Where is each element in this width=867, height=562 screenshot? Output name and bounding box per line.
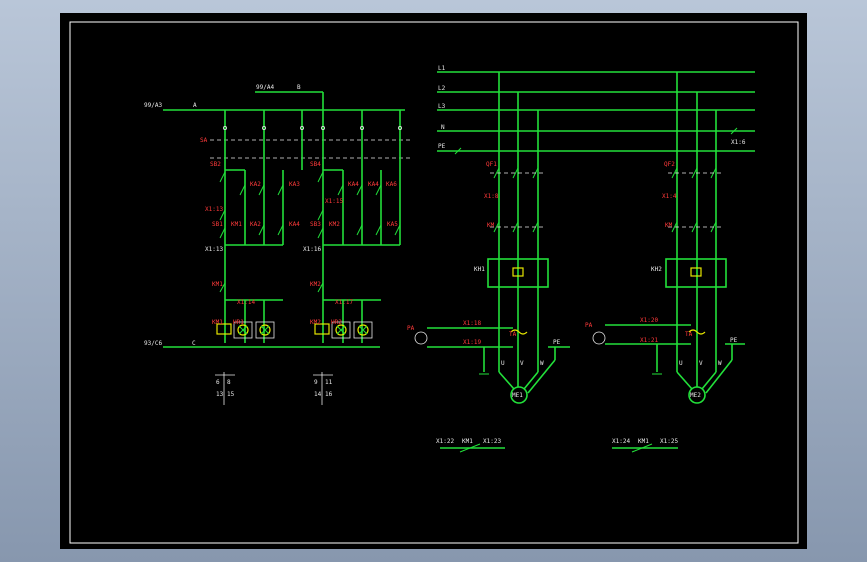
terminal-label: X1:13 <box>205 206 223 213</box>
device-label: KM2 <box>310 281 321 288</box>
pe-label: PE <box>553 339 561 346</box>
terminal-label: X1:15 <box>325 198 343 205</box>
terminal-label: X1:16 <box>303 246 321 253</box>
terminal-table-2-cell: 11 <box>325 379 333 386</box>
device-label: KH2 <box>651 266 662 273</box>
device-label: KH1 <box>474 266 485 273</box>
terminal-table-1-cell: 6 <box>216 379 220 386</box>
terminal-label: X1:14 <box>237 299 255 306</box>
lamp-icon <box>259 324 271 336</box>
node-label: C <box>192 340 196 347</box>
phase-label: V <box>520 360 524 367</box>
device-label: SB3 <box>310 221 321 228</box>
device-label: QF1 <box>486 161 497 168</box>
terminal-label: X1:13 <box>205 246 223 253</box>
device-label: TA <box>509 331 517 338</box>
coil-km2-symbol <box>314 323 330 335</box>
terminal-label: X1:24 <box>612 438 630 445</box>
device-label: KM2 <box>310 319 321 326</box>
terminal-label: X1:19 <box>463 339 481 346</box>
device-label: SA <box>200 137 208 144</box>
motor-2-symbol <box>688 386 706 404</box>
ref-label: 93/C6 <box>144 340 162 347</box>
node-label: B <box>297 84 301 91</box>
bus-label: N <box>441 124 445 131</box>
terminal-table-2-cell: 16 <box>325 391 333 398</box>
device-label: KM1 <box>212 319 223 326</box>
power-circuit <box>414 71 755 453</box>
terminal-label: X1:25 <box>660 438 678 445</box>
device-label: KM1 <box>231 221 242 228</box>
ref-label: 99/A3 <box>144 102 162 109</box>
device-label: KM2 <box>329 221 340 228</box>
thermal-relay-2 <box>665 258 727 288</box>
phase-label: W <box>540 360 544 367</box>
phase-label: U <box>679 360 683 367</box>
terminal-table-1-cell: 15 <box>227 391 235 398</box>
device-label: SB2 <box>210 161 221 168</box>
terminal-label: X1:8 <box>484 193 499 200</box>
terminal-label: X1:20 <box>640 317 658 324</box>
device-label: HR2 <box>331 319 342 326</box>
terminal-label: X1:4 <box>662 193 677 200</box>
lamp-icon <box>335 324 347 336</box>
coil-km1-symbol <box>216 323 232 335</box>
terminal-table-1-cell: 8 <box>227 379 231 386</box>
terminal-label: X1:23 <box>483 438 501 445</box>
terminal-label: X1:6 <box>731 139 746 146</box>
motor-label: ME2 <box>690 392 701 399</box>
device-label: KM1 <box>212 281 223 288</box>
device-label: PA <box>585 322 593 329</box>
drawing-sheet[interactable]: 99/A3 99/A4 93/C6 A B C SA SB2 SB4 KA2 K… <box>60 13 807 549</box>
phase-label: W <box>718 360 722 367</box>
ammeter-icon <box>414 331 428 345</box>
device-label: SB1 <box>212 221 223 228</box>
terminal-table-2-cell: 9 <box>314 379 318 386</box>
bus-label: PE <box>438 143 446 150</box>
motor-label: ME1 <box>512 392 523 399</box>
terminal-label: X1:21 <box>640 337 658 344</box>
phase-label: V <box>699 360 703 367</box>
device-label: KA3 <box>289 181 300 188</box>
device-label: KA4 <box>289 221 300 228</box>
ct-coil-1 <box>510 329 528 335</box>
bus-label: L1 <box>438 65 446 72</box>
device-label: KA6 <box>386 181 397 188</box>
phase-label: U <box>501 360 505 367</box>
schematic-drawing: 99/A3 99/A4 93/C6 A B C SA SB2 SB4 KA2 K… <box>69 21 799 544</box>
lamp-icon <box>357 324 369 336</box>
ammeter-icon <box>592 331 606 345</box>
terminal-table-1-cell: 13 <box>216 391 224 398</box>
device-label: TA <box>685 331 693 338</box>
lamp-icon <box>237 324 249 336</box>
bus-label: L3 <box>438 103 446 110</box>
terminal-label: X1:18 <box>463 320 481 327</box>
device-label: KM <box>665 222 673 229</box>
ct-coil-2 <box>688 329 706 335</box>
drawing-frame <box>69 21 799 544</box>
thermal-relay-1 <box>487 258 549 288</box>
device-label: PA <box>407 325 415 332</box>
device-label: KA4 <box>348 181 359 188</box>
device-label: KM1 <box>462 438 473 445</box>
terminal-table-2-cell: 14 <box>314 391 322 398</box>
control-circuit <box>163 91 410 405</box>
node-label: A <box>193 102 197 109</box>
device-label: QF2 <box>664 161 675 168</box>
terminal-label: X1:22 <box>436 438 454 445</box>
device-label: KA2 <box>250 221 261 228</box>
device-label: KA2 <box>250 181 261 188</box>
motor-1-symbol <box>510 386 528 404</box>
device-label: KM1 <box>638 438 649 445</box>
device-label: SB4 <box>310 161 321 168</box>
terminal-label: X1:17 <box>335 299 353 306</box>
ref-label: 99/A4 <box>256 84 274 91</box>
device-label: KA4 <box>368 181 379 188</box>
device-label: KM <box>487 222 495 229</box>
device-label: HR1 <box>233 319 244 326</box>
pe-label: PE <box>730 337 738 344</box>
bus-label: L2 <box>438 85 446 92</box>
device-label: KA5 <box>387 221 398 228</box>
